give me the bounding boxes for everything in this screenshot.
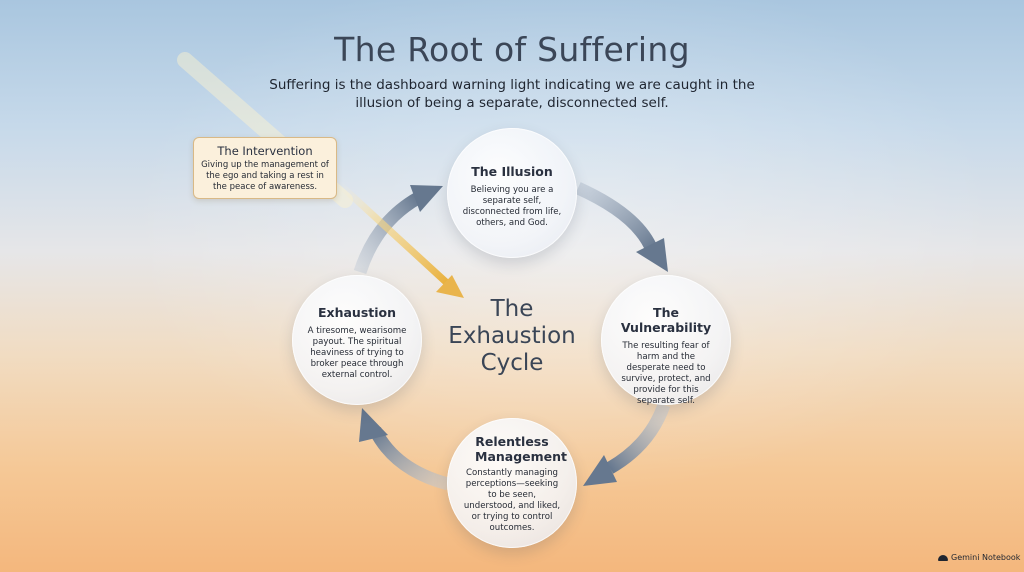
node-title: Relentless Management xyxy=(475,434,568,464)
arrow-vulnerability-to-management xyxy=(606,402,671,474)
node-description: Believing you are a separate self, disco… xyxy=(462,185,562,228)
cycle-center-label: The Exhaustion Cycle xyxy=(448,296,576,376)
page-subtitle: Suffering is the dashboard warning light… xyxy=(269,77,755,111)
brand-label: Gemini Notebook xyxy=(951,553,1021,562)
arrowhead-management-to-exhaustion xyxy=(359,408,388,442)
node-the-vulnerability: The Vulnerability The resulting fear of … xyxy=(601,275,731,406)
brand-watermark: Gemini Notebook xyxy=(938,553,1020,562)
arrowhead-illusion-to-vulnerability xyxy=(636,238,668,272)
node-description: The resulting fear of harm and the despe… xyxy=(621,341,711,406)
arrow-illusion-to-vulnerability xyxy=(575,182,659,253)
brand-icon xyxy=(938,554,948,561)
arrowhead-exhaustion-to-illusion xyxy=(410,185,443,212)
node-exhaustion: Exhaustion A tiresome, wearisome payout.… xyxy=(292,275,422,405)
node-title: The Illusion xyxy=(471,164,553,179)
node-description: Constantly managing perceptions—seeking … xyxy=(463,468,561,533)
intervention-title: The Intervention xyxy=(217,144,313,158)
intervention-arrow xyxy=(334,179,451,287)
page-title: The Root of Suffering xyxy=(334,30,690,69)
intervention-arrowhead xyxy=(436,275,464,298)
node-relentless-management: Relentless Management Constantly managin… xyxy=(447,418,577,548)
node-title: The Vulnerability xyxy=(620,305,712,335)
node-title: Exhaustion xyxy=(317,305,397,320)
node-description: A tiresome, wearisome payout. The spirit… xyxy=(307,326,407,380)
node-the-illusion: The Illusion Believing you are a separat… xyxy=(447,128,577,258)
arrow-management-to-exhaustion xyxy=(369,426,450,491)
intervention-callout: The Intervention Giving up the managemen… xyxy=(193,137,337,199)
arrowhead-vulnerability-to-management xyxy=(583,455,617,486)
intervention-description: Giving up the management of the ego and … xyxy=(201,160,329,192)
